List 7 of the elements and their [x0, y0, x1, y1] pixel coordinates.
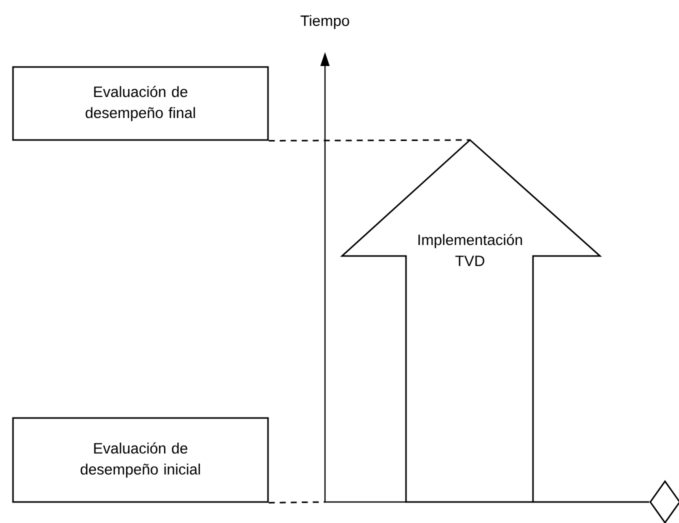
dashed-line — [268, 501, 326, 504]
process-box: Evaluación de desempeño inicial — [12, 417, 269, 503]
dashed-line — [268, 139, 470, 142]
line — [533, 501, 650, 503]
axis-label: Tiempo — [300, 15, 350, 29]
process-box: Evaluación de desempeño final — [12, 66, 269, 141]
diamond-marker — [649, 480, 679, 523]
